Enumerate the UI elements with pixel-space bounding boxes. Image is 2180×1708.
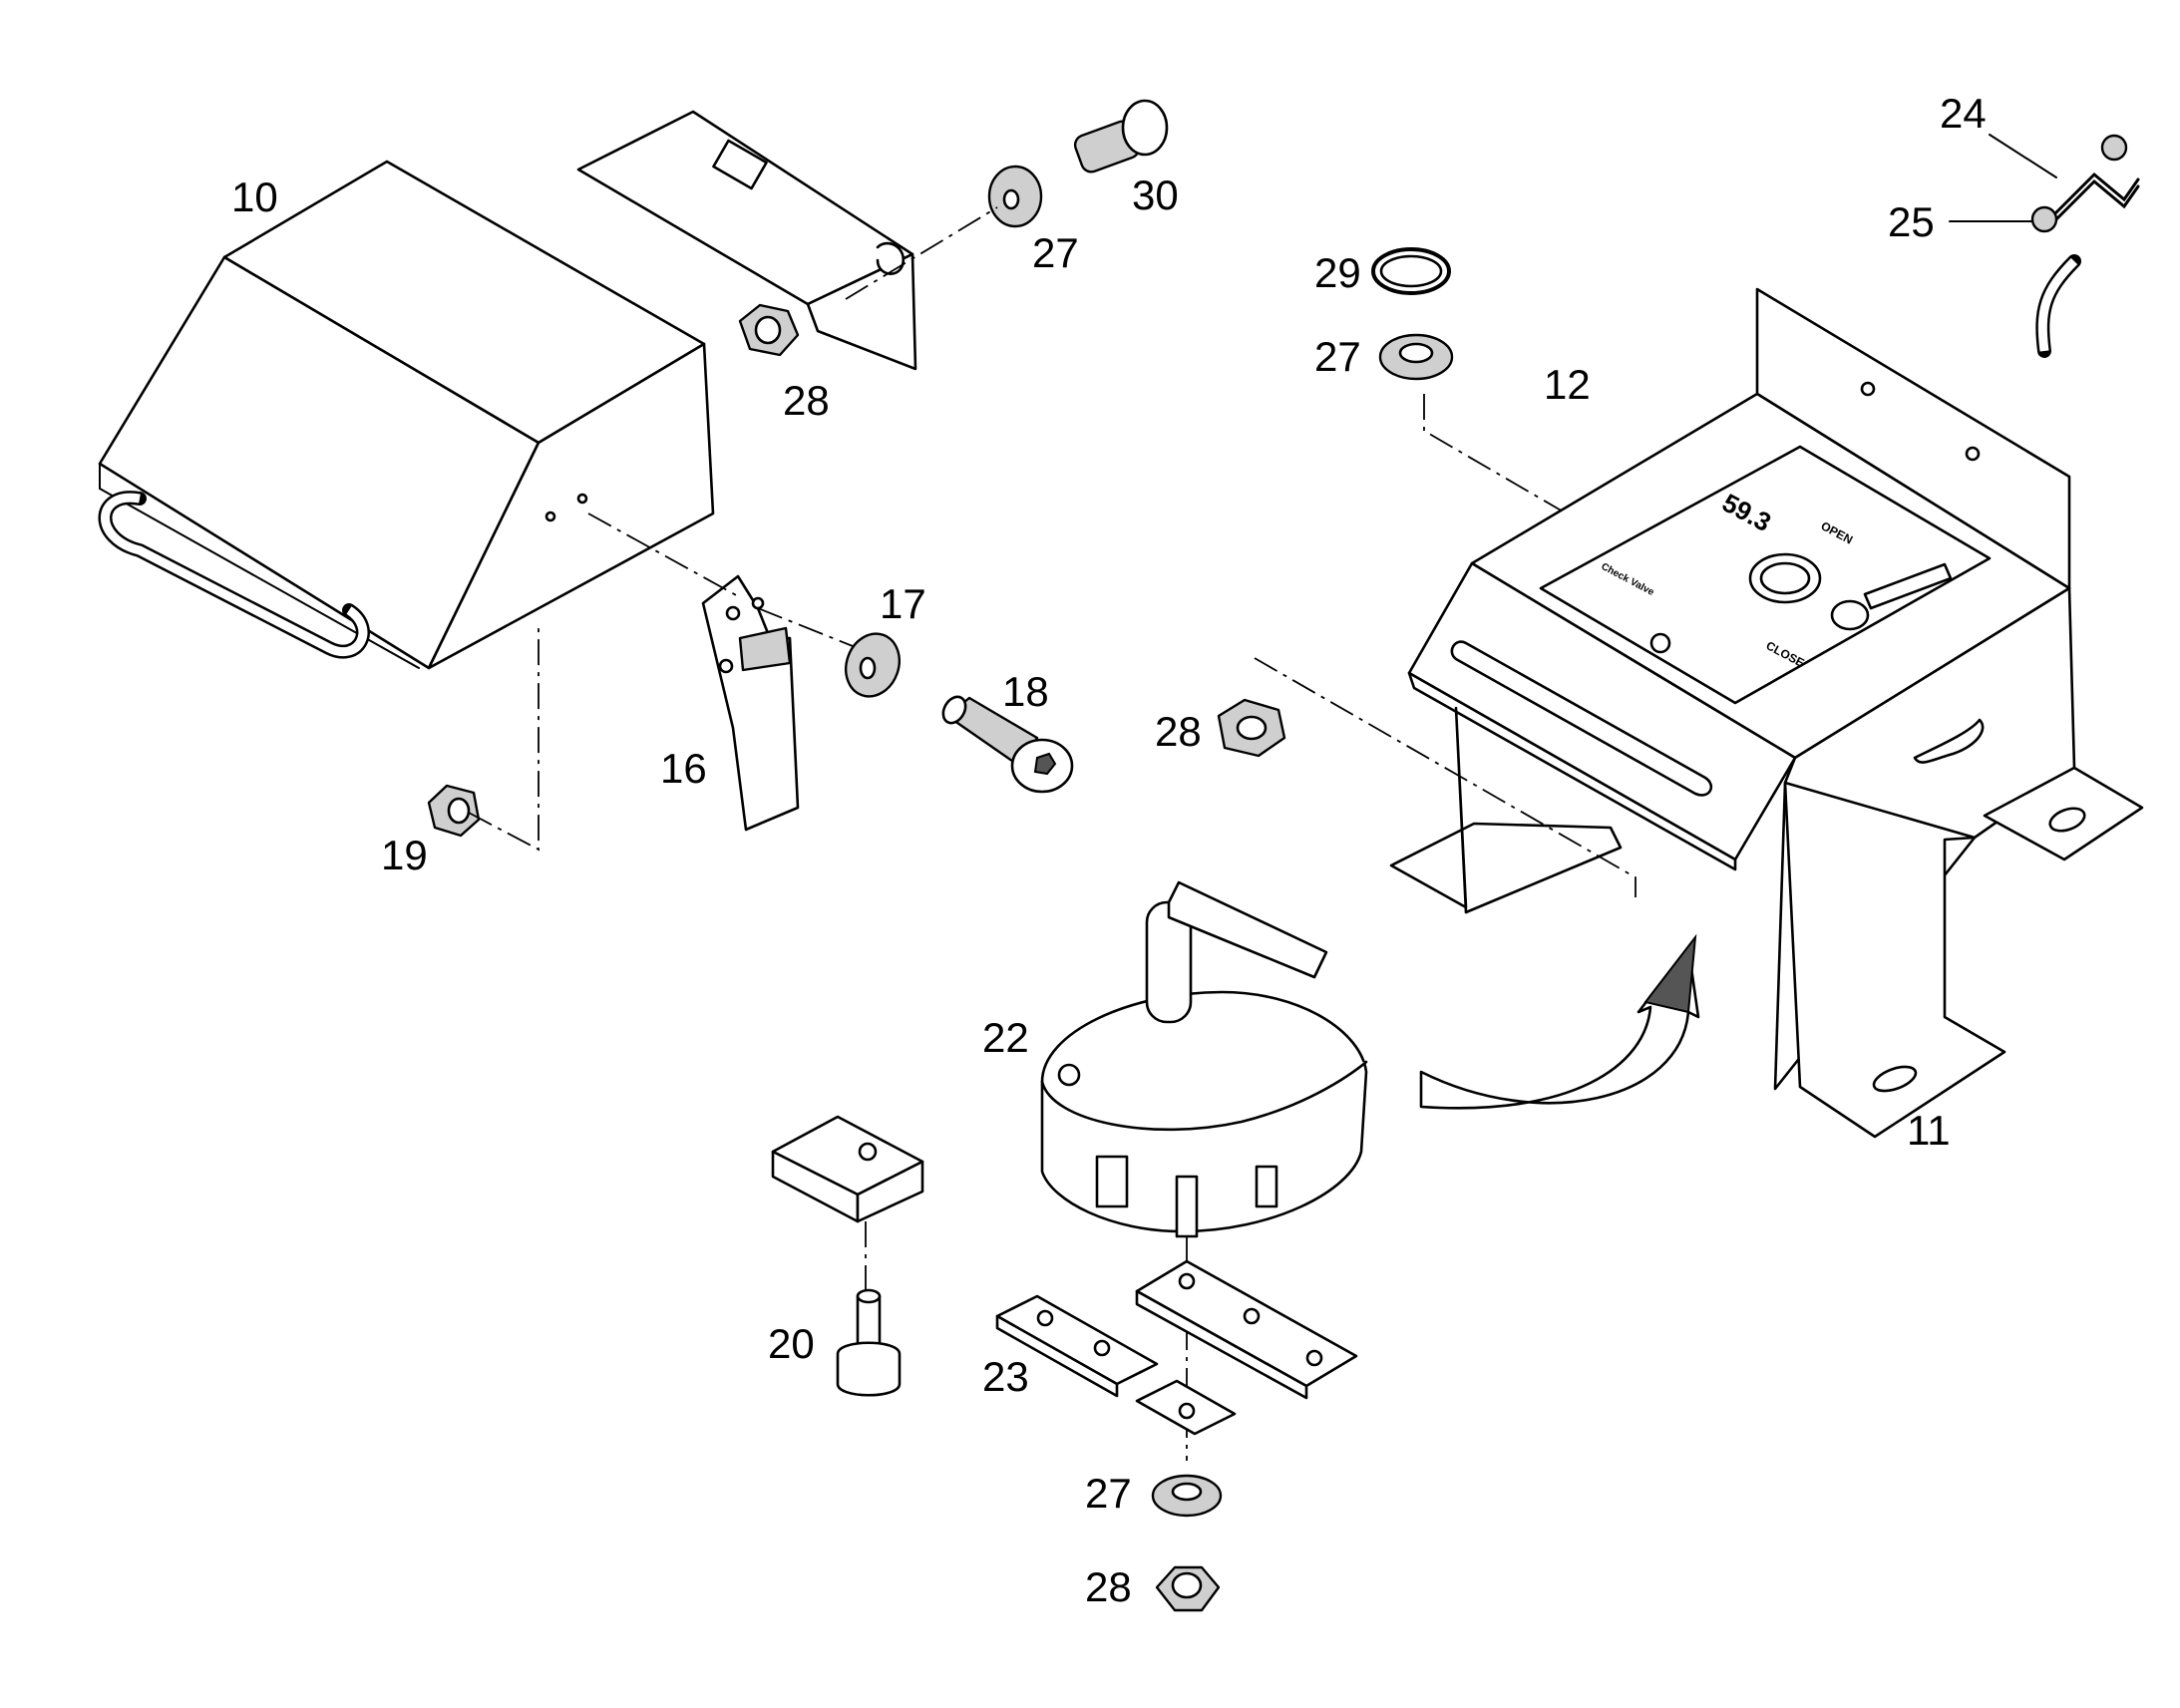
callout-27-top: 27 (1032, 229, 1079, 276)
callout-10: 10 (231, 173, 278, 220)
callout-30: 30 (1132, 171, 1179, 218)
part-28-nut-top (738, 303, 800, 357)
part-27-washer-mid (1378, 333, 1454, 381)
callout-16: 16 (660, 745, 707, 792)
part-20-screw (836, 1288, 902, 1397)
callout-28-mid: 28 (1155, 708, 1202, 755)
part-19-nut (427, 784, 481, 838)
part-28-nut-mid (1217, 698, 1286, 758)
part-23-bus-bars (995, 1259, 1358, 1436)
callout-29: 29 (1314, 249, 1361, 296)
callout-18: 18 (1002, 668, 1049, 715)
part-12-label-plate: 59.3 OPEN CLOSE Check Valve (1539, 445, 1992, 705)
part-27-washer-bottom (1151, 1474, 1223, 1518)
callout-17: 17 (880, 580, 926, 627)
callout-28-bottom: 28 (1085, 1563, 1132, 1610)
part-22-switch (1040, 880, 1368, 1238)
callout-20: 20 (768, 1320, 815, 1367)
hinge-bracket (576, 110, 917, 371)
callout-22: 22 (982, 1014, 1029, 1061)
callout-25: 25 (1888, 198, 1935, 245)
callout-12: 12 (1544, 361, 1591, 408)
part-18-bolt (941, 695, 1074, 794)
part-17-washer (845, 632, 901, 698)
callout-27-bottom: 27 (1085, 1470, 1132, 1517)
part-11-bracket (1389, 287, 2144, 1139)
callout-19: 19 (381, 832, 428, 878)
assembly-arrow (1419, 933, 1700, 1110)
part-16-latch (701, 574, 800, 832)
part-30-bolt (1073, 99, 1169, 173)
part-27-washer-top (987, 165, 1043, 228)
part-24-cable (2030, 134, 2140, 358)
callout-27-mid: 27 (1314, 333, 1361, 380)
part-28-nut-bottom (1155, 1565, 1221, 1612)
callout-24: 24 (1940, 90, 1987, 137)
callout-28-top: 28 (783, 377, 830, 424)
part-20-pad (771, 1115, 924, 1223)
callout-11: 11 (1907, 1107, 1951, 1154)
part-29-ring (1371, 247, 1451, 295)
part-10-cover (98, 160, 715, 670)
callout-23: 23 (982, 1353, 1029, 1400)
